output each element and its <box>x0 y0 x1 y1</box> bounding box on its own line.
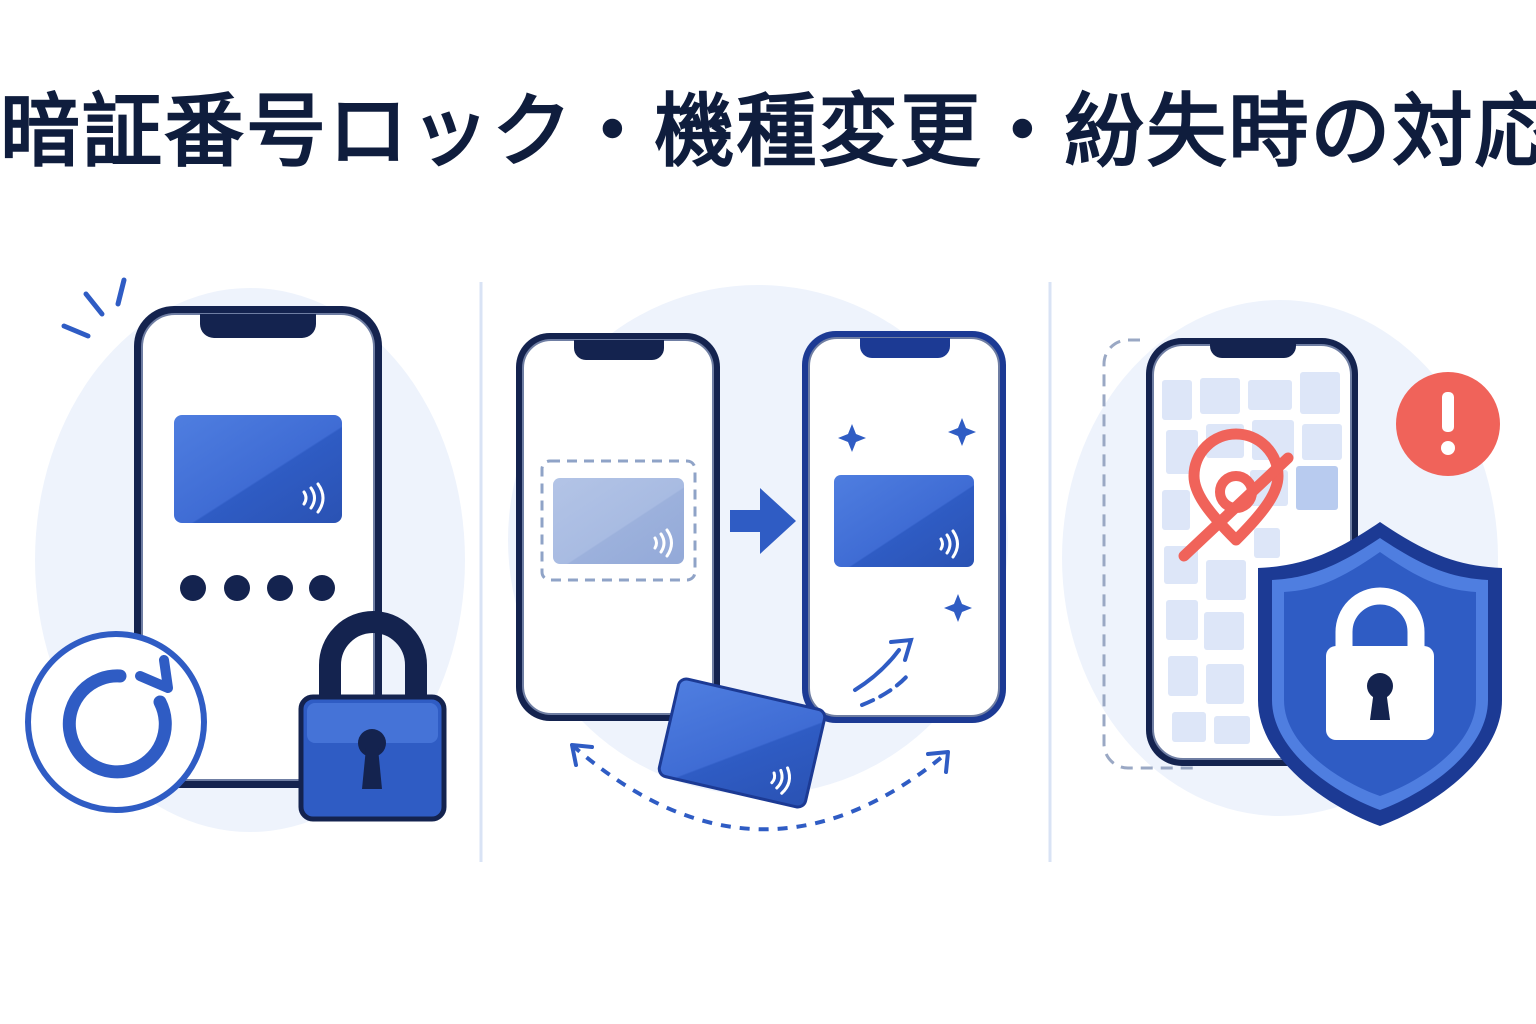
refresh-icon <box>25 631 207 813</box>
nfc-card-icon <box>174 415 342 523</box>
phone-new <box>802 331 1006 723</box>
panel-lost-phone <box>1062 300 1502 826</box>
panel-device-change <box>508 285 1008 832</box>
nfc-card-new <box>834 475 974 567</box>
nfc-card-faded <box>553 478 684 564</box>
nfc-card-floating <box>657 677 827 809</box>
page-title: 暗証番号ロック・機種変更・紛失時の対応 <box>0 85 1536 178</box>
motion-lines <box>853 637 914 707</box>
phone-old <box>516 333 720 721</box>
padlock-icon <box>298 611 447 822</box>
sparkle-icon <box>838 418 976 622</box>
map-pin-off-icon <box>1178 428 1294 562</box>
emphasis-lines <box>61 277 127 339</box>
map-grid <box>1162 372 1342 744</box>
exclamation-icon <box>1396 372 1500 476</box>
keypad-dots <box>180 575 335 601</box>
shield-lock-icon <box>1258 522 1502 826</box>
transfer-arc <box>570 743 950 832</box>
panel-pin-lock <box>25 277 465 832</box>
dashed-outline <box>1102 338 1200 770</box>
arrow-right-icon <box>730 488 796 554</box>
